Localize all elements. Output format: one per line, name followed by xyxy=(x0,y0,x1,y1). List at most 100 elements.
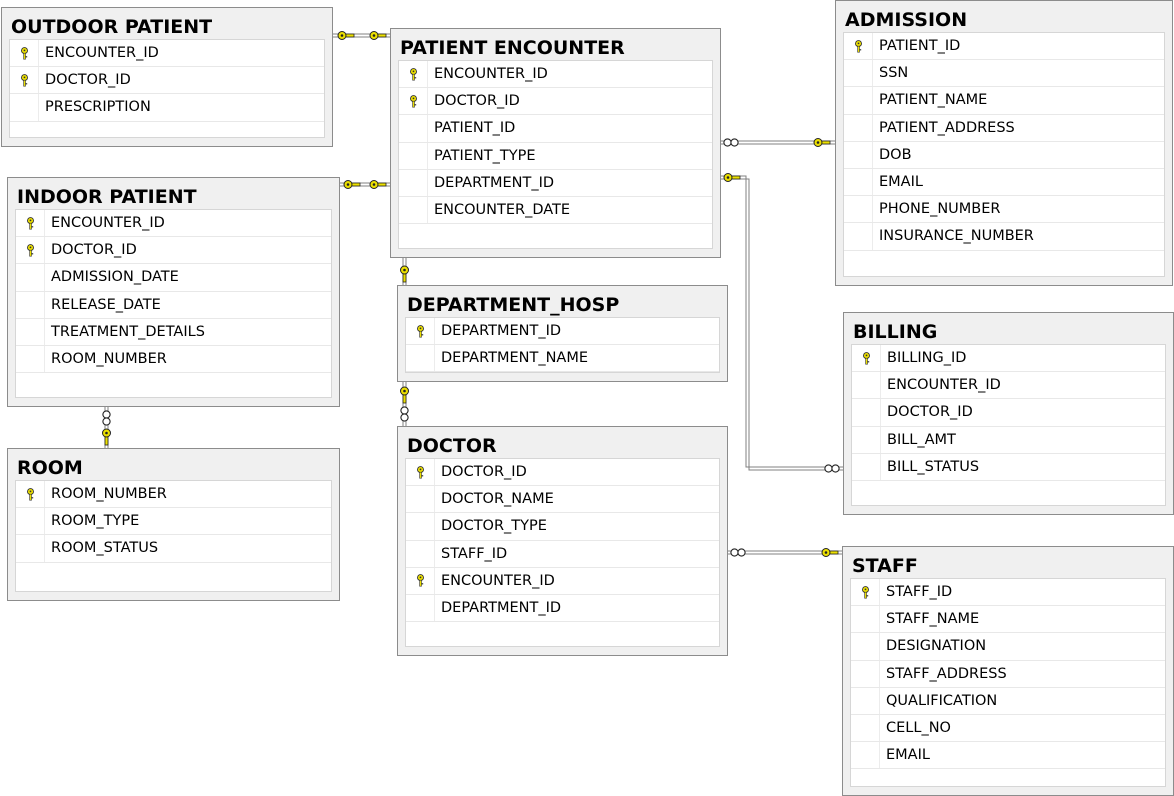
column-row[interactable]: DEPARTMENT_ID xyxy=(399,169,712,197)
connector-outdoor-encounter xyxy=(333,31,390,40)
column-row[interactable]: PATIENT_TYPE xyxy=(399,142,712,170)
column-row[interactable]: ENCOUNTER_ID xyxy=(399,61,712,89)
column-row[interactable]: PATIENT_ID xyxy=(844,33,1164,61)
column-row[interactable]: BILL_STATUS xyxy=(852,453,1165,481)
row-selector xyxy=(16,264,45,291)
column-name: PATIENT_NAME xyxy=(879,92,988,109)
key-icon xyxy=(406,318,435,345)
column-name: PATIENT_ADDRESS xyxy=(879,119,1015,136)
column-row[interactable]: DOCTOR_TYPE xyxy=(406,513,719,541)
column-name: STAFF_ID xyxy=(886,584,953,601)
column-name: DOCTOR_ID xyxy=(45,72,131,89)
row-selector xyxy=(844,141,873,168)
column-name: DOB xyxy=(879,146,912,163)
column-name: TREATMENT_DETAILS xyxy=(51,323,205,340)
row-selector xyxy=(852,399,881,426)
column-row[interactable]: DOCTOR_NAME xyxy=(406,486,719,514)
column-name: EMAIL xyxy=(879,174,923,191)
column-row[interactable]: CELL_NO xyxy=(851,714,1165,743)
column-row[interactable]: DOB xyxy=(844,141,1164,169)
column-row[interactable]: BILLING_ID xyxy=(852,345,1165,373)
column-row[interactable]: DEPARTMENT_ID xyxy=(406,594,719,623)
column-row[interactable]: ADMISSION_DATE xyxy=(16,264,331,292)
column-name: PATIENT_ID xyxy=(434,120,516,137)
column-list: ENCOUNTER_ID DOCTOR_ID PATIENT_ID PATIENT_T… xyxy=(398,60,713,249)
column-name: ENCOUNTER_ID xyxy=(434,66,548,83)
column-row[interactable]: ROOM_TYPE xyxy=(16,508,331,536)
row-selector xyxy=(851,742,880,769)
column-row[interactable]: ENCOUNTER_DATE xyxy=(399,196,712,225)
column-row[interactable]: EMAIL xyxy=(851,742,1165,770)
key-icon xyxy=(844,33,873,60)
column-row[interactable]: RELEASE_DATE xyxy=(16,291,331,319)
column-name: DOCTOR_ID xyxy=(441,464,527,481)
column-row[interactable]: SSN xyxy=(844,60,1164,88)
column-row[interactable]: TREATMENT_DETAILS xyxy=(16,318,331,346)
connector-doctor-staff xyxy=(727,548,842,557)
row-selector xyxy=(10,94,39,121)
column-row[interactable]: STAFF_ID xyxy=(851,579,1165,607)
column-name: RELEASE_DATE xyxy=(51,296,161,313)
column-row[interactable]: ROOM_NUMBER xyxy=(16,481,331,509)
row-selector xyxy=(399,142,428,169)
column-name: ENCOUNTER_ID xyxy=(441,572,555,589)
connector-department-doctor xyxy=(400,382,409,426)
column-row[interactable]: INSURANCE_NUMBER xyxy=(844,223,1164,251)
column-name: DEPARTMENT_ID xyxy=(441,323,562,340)
column-row[interactable]: STAFF_NAME xyxy=(851,606,1165,634)
column-row[interactable]: DOCTOR_ID xyxy=(852,399,1165,427)
column-row[interactable]: STAFF_ADDRESS xyxy=(851,660,1165,688)
row-selector xyxy=(851,660,880,687)
table-patient-encounter[interactable]: PATIENT ENCOUNTER ENCOUNTER_ID DOCTOR_ID P… xyxy=(390,28,721,258)
column-row[interactable]: PHONE_NUMBER xyxy=(844,196,1164,224)
connector-encounter-department xyxy=(400,258,409,285)
column-row[interactable]: PATIENT_NAME xyxy=(844,87,1164,115)
column-name: BILLING_ID xyxy=(887,350,967,367)
table-title: BILLING xyxy=(853,321,938,343)
column-name: ENCOUNTER_ID xyxy=(887,377,1001,394)
column-name: INSURANCE_NUMBER xyxy=(879,228,1034,245)
row-selector xyxy=(844,60,873,87)
column-row[interactable]: QUALIFICATION xyxy=(851,687,1165,715)
column-row[interactable]: PRESCRIPTION xyxy=(10,94,324,122)
column-row[interactable]: STAFF_ID xyxy=(406,540,719,568)
column-row[interactable]: DOCTOR_ID xyxy=(10,67,324,95)
column-row[interactable]: PATIENT_ADDRESS xyxy=(844,114,1164,142)
column-row[interactable]: ENCOUNTER_ID xyxy=(16,210,331,238)
column-row[interactable]: ENCOUNTER_ID xyxy=(10,40,324,68)
column-row[interactable]: ROOM_STATUS xyxy=(16,535,331,563)
row-selector xyxy=(406,345,435,372)
row-selector xyxy=(399,196,428,224)
column-row[interactable]: ROOM_NUMBER xyxy=(16,345,331,374)
column-row[interactable]: EMAIL xyxy=(844,168,1164,197)
column-row[interactable]: ENCOUNTER_ID xyxy=(406,567,719,595)
column-row[interactable]: DESIGNATION xyxy=(851,633,1165,661)
column-row[interactable]: DOCTOR_ID xyxy=(16,237,331,265)
column-row[interactable]: DEPARTMENT_ID xyxy=(406,318,719,346)
key-icon xyxy=(10,67,39,94)
column-row[interactable]: DEPARTMENT_NAME xyxy=(406,345,719,373)
column-name: DOCTOR_NAME xyxy=(441,491,554,508)
column-row[interactable]: DOCTOR_ID xyxy=(406,459,719,487)
column-row[interactable]: BILL_AMT xyxy=(852,426,1165,454)
key-icon xyxy=(399,88,428,115)
column-name: PRESCRIPTION xyxy=(45,99,151,116)
row-selector xyxy=(852,372,881,399)
column-row[interactable]: PATIENT_ID xyxy=(399,115,712,143)
column-row[interactable]: DOCTOR_ID xyxy=(399,88,712,116)
column-name: QUALIFICATION xyxy=(886,692,998,709)
table-title: PATIENT ENCOUNTER xyxy=(400,37,625,59)
column-row[interactable]: ENCOUNTER_ID xyxy=(852,372,1165,400)
